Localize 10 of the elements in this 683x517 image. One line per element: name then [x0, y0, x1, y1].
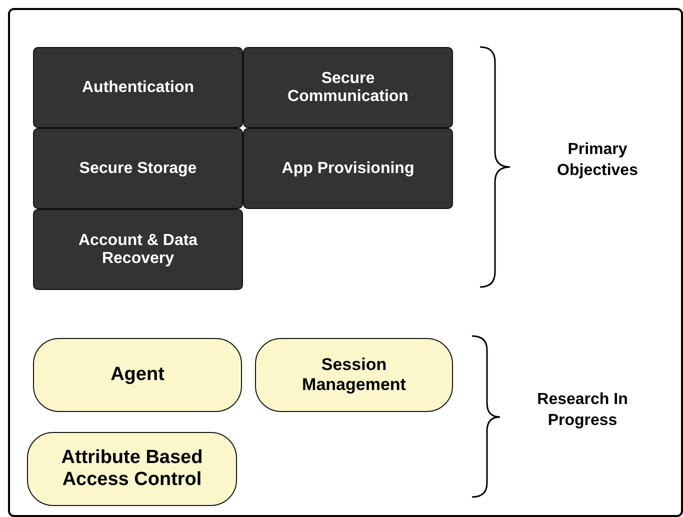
research-box: Agent [33, 338, 242, 412]
objective-box: Secure Storage [33, 128, 243, 209]
objective-box: Account & Data Recovery [33, 209, 243, 290]
objective-box: App Provisioning [243, 128, 453, 209]
research-box: Attribute Based Access Control [27, 432, 237, 506]
objective-box: Authentication [33, 47, 243, 128]
group-label: Research In Progress [536, 390, 629, 431]
group-label: Primary Objectives [556, 140, 639, 181]
objective-box: Secure Communication [243, 47, 453, 128]
research-box: Session Management [255, 338, 453, 412]
